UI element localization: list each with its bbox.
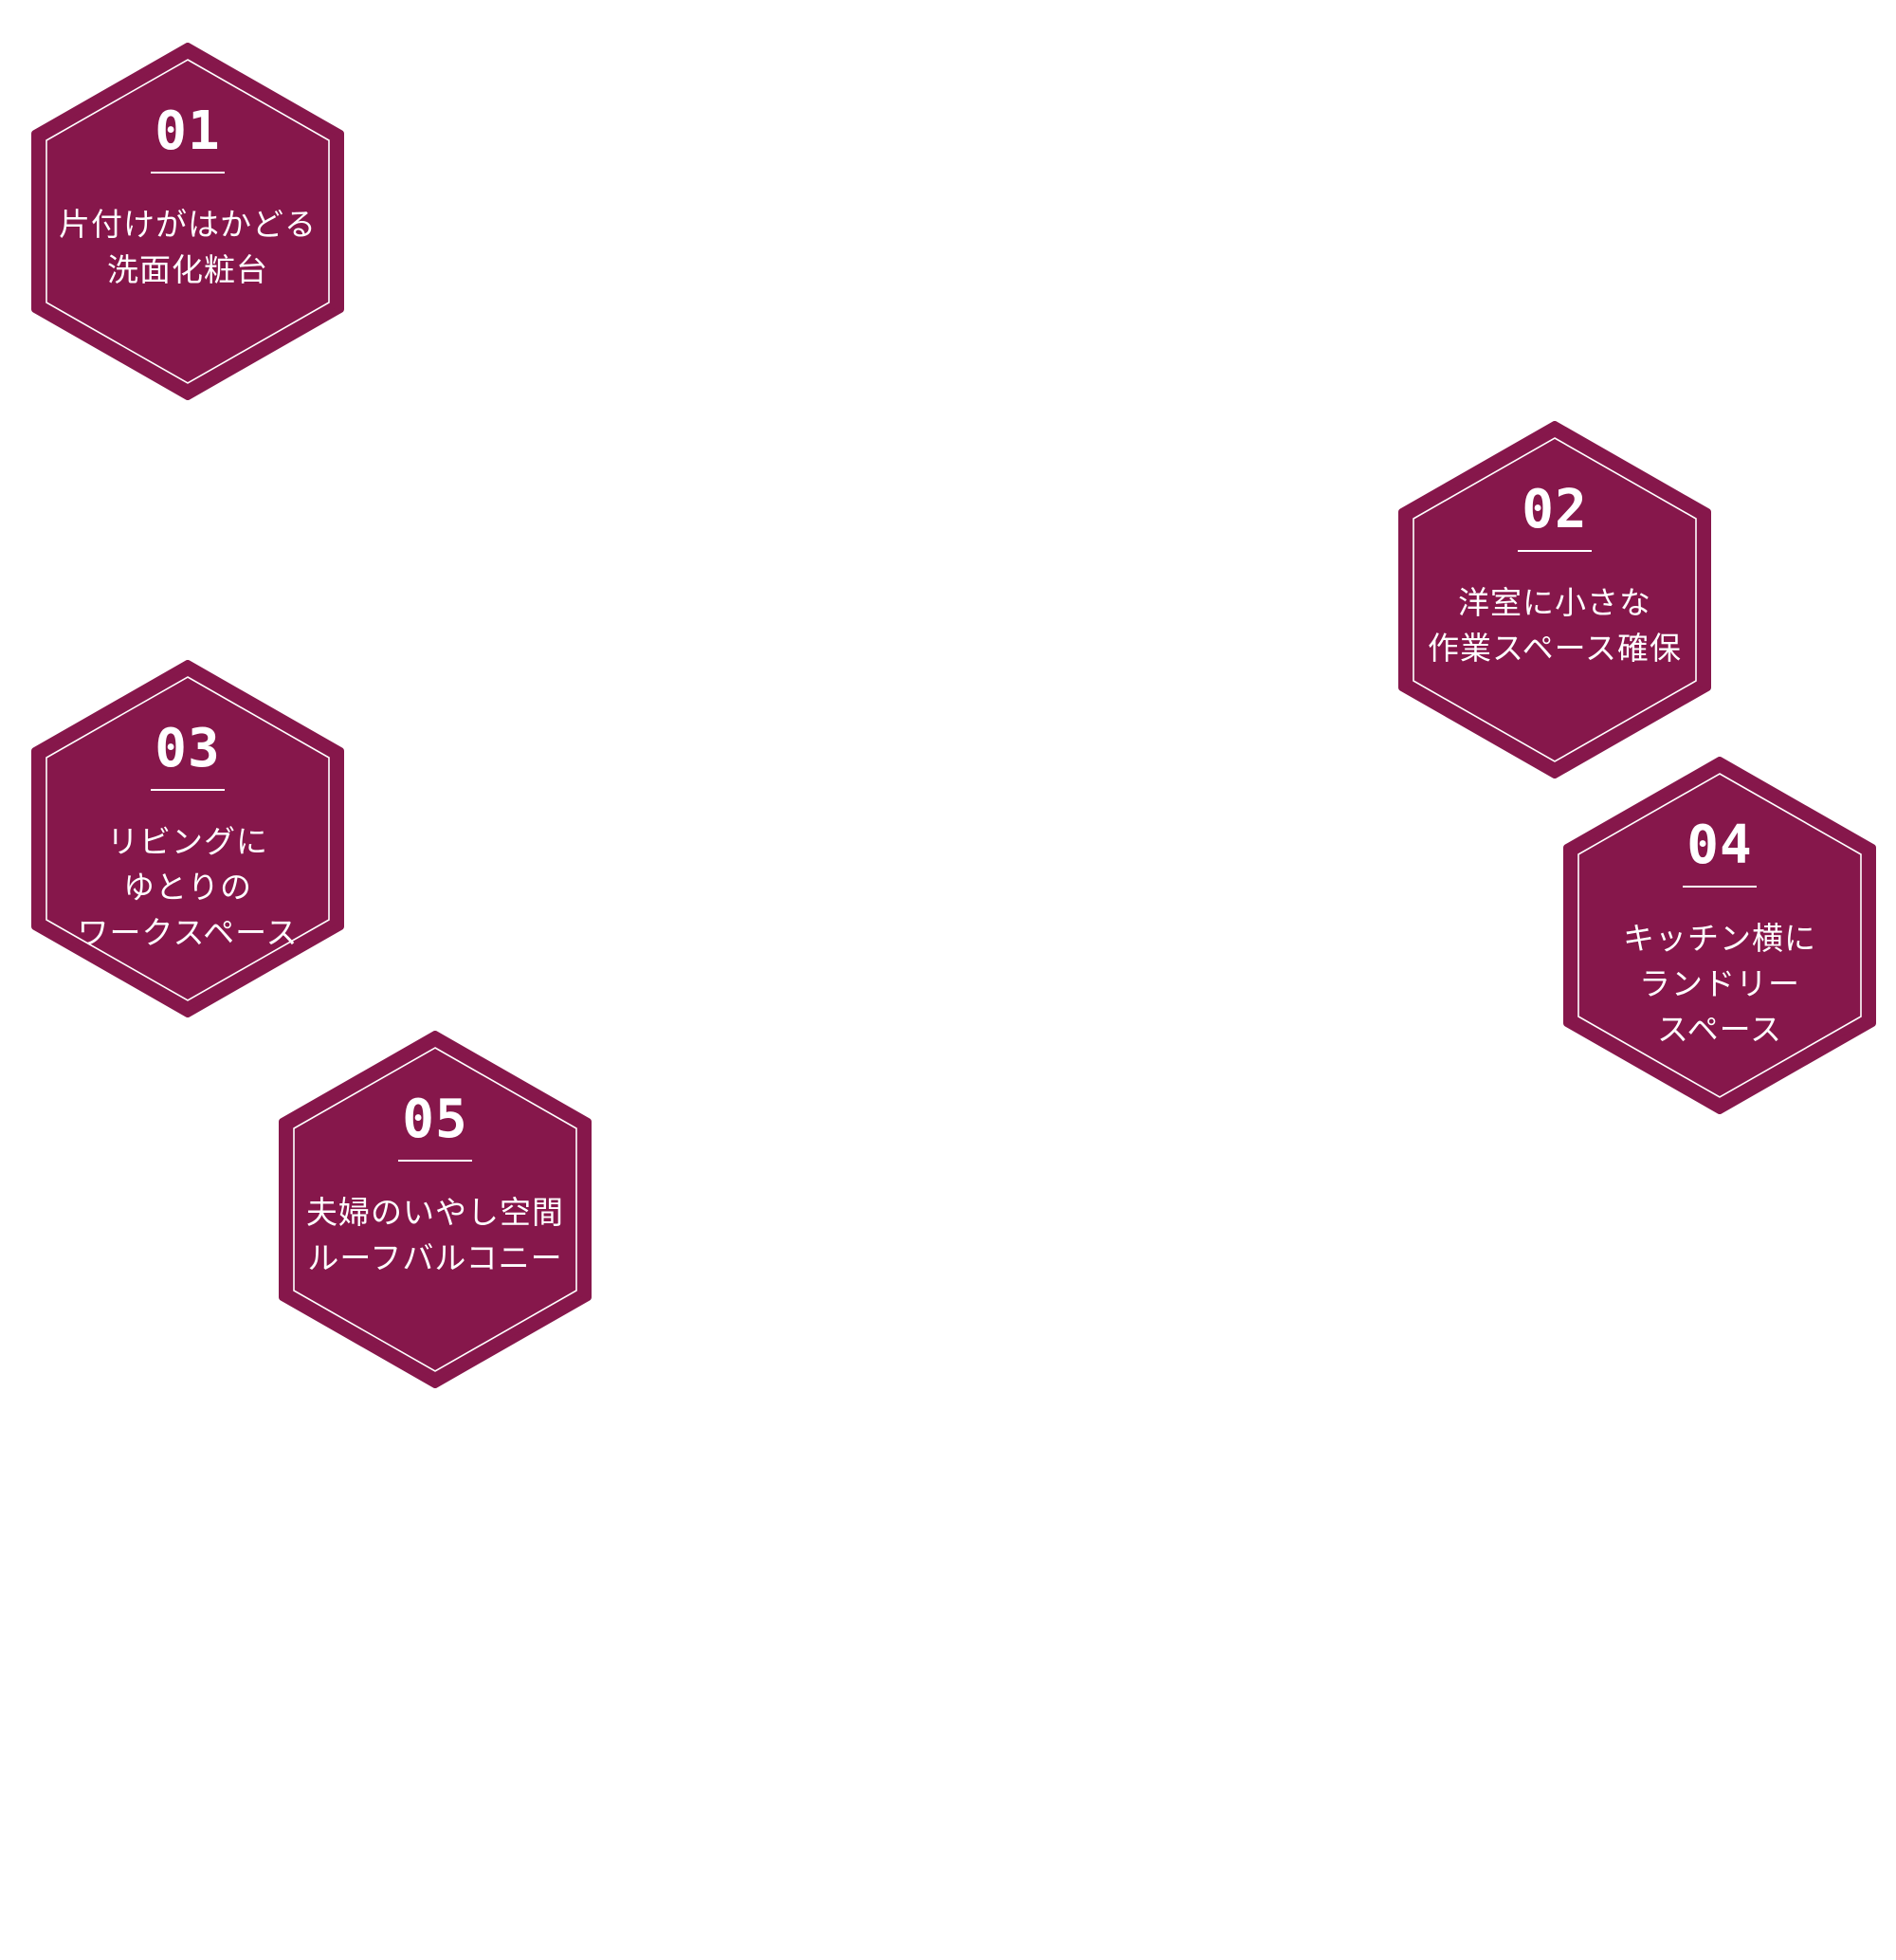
badge-number: 02 bbox=[1522, 479, 1588, 540]
hexagon-shape bbox=[279, 1031, 592, 1388]
feature-badge-03: 03 リビングに ゆとりの ワークスペース bbox=[31, 660, 344, 1017]
hexagon-shape bbox=[1563, 757, 1876, 1114]
badge-number: 03 bbox=[155, 718, 221, 779]
badge-number: 01 bbox=[155, 101, 221, 162]
hexagon-shape bbox=[31, 43, 344, 400]
feature-badge-04: 04 キッチン横に ランドリー スペース bbox=[1563, 757, 1876, 1114]
feature-badge-05: 05 夫婦のいやし空間 ルーフバルコニー bbox=[279, 1031, 592, 1388]
number-underline bbox=[1518, 550, 1592, 552]
badge-title: 片付けがはかどる 洗面化粧台 bbox=[59, 206, 317, 288]
badge-title: リビングに ゆとりの ワークスペース bbox=[77, 823, 299, 951]
badge-title: 洋室に小さな 作業スペース確保 bbox=[1427, 584, 1683, 667]
feature-badge-02: 02 洋室に小さな 作業スペース確保 bbox=[1398, 421, 1711, 779]
number-underline bbox=[151, 789, 225, 791]
hexagon-shape bbox=[31, 660, 344, 1017]
number-underline bbox=[1683, 886, 1757, 888]
badge-number: 04 bbox=[1686, 815, 1753, 876]
feature-badge-01: 01 片付けがはかどる 洗面化粧台 bbox=[31, 43, 344, 400]
number-underline bbox=[398, 1160, 472, 1162]
badge-title: 夫婦のいやし空間 ルーフバルコニー bbox=[306, 1194, 564, 1276]
badge-number: 05 bbox=[402, 1089, 468, 1150]
badge-title: キッチン横に ランドリー スペース bbox=[1623, 920, 1816, 1048]
number-underline bbox=[151, 172, 225, 174]
hexagon-shape bbox=[1398, 421, 1711, 779]
